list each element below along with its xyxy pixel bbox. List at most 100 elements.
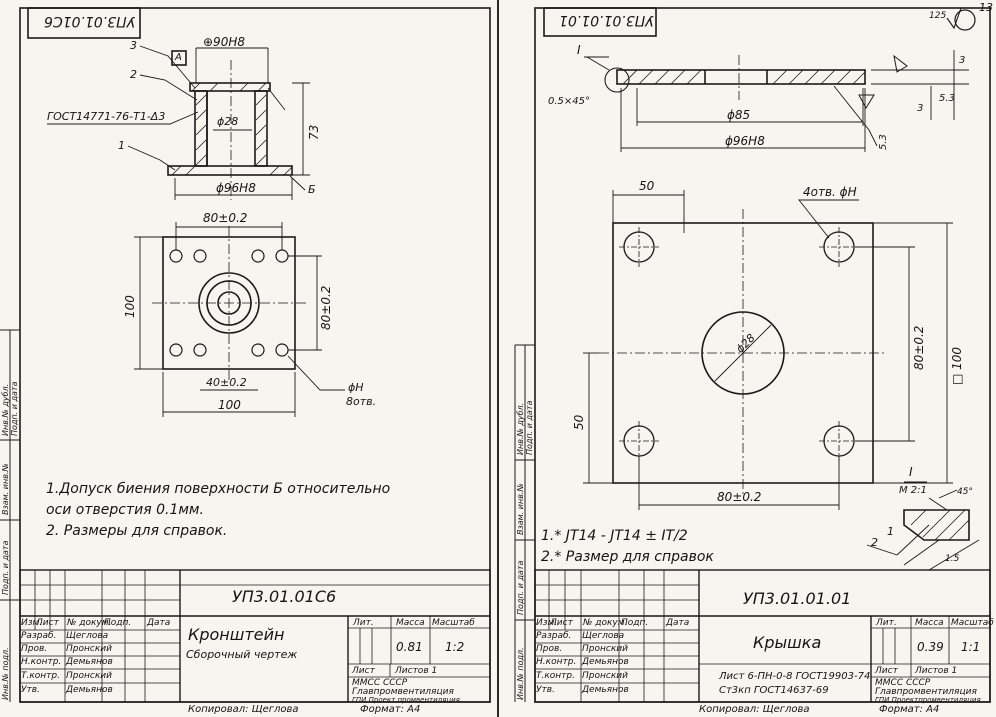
material-line-2: Ст3кп ГОСТ14637-69: [719, 685, 829, 696]
col-head-doc-right: № докум.: [583, 618, 628, 628]
detail-title: I: [909, 465, 913, 479]
org-line-1: ММСС СССР: [352, 678, 408, 688]
sheet-label-right: Лист: [875, 666, 898, 676]
col-head-lit-right: Лит.: [876, 618, 897, 628]
role-developer: Разраб.: [21, 631, 57, 641]
material-line-1: Лист 6-ПН-0-8 ГОСТ19903-74: [719, 671, 871, 682]
col-head-lit: Лит.: [353, 618, 374, 628]
mass-value-right: 0.39: [917, 640, 944, 654]
margin-label-1: Инв.№ подл.: [1, 647, 10, 700]
detail-callout-2: 2: [871, 536, 878, 549]
dim-bottom: 80±0.2: [717, 490, 762, 504]
margin-label-5: Подп. и дата: [10, 381, 19, 437]
scale-value: 1:2: [445, 640, 465, 654]
note-line-2: оси отверстия 0.1мм.: [46, 502, 204, 518]
dim-plan-right: 80±0.2: [319, 285, 333, 330]
person-tech-control: Пронский: [66, 671, 112, 681]
dim-inner-diameter: ϕ28: [217, 115, 239, 128]
org-line-3-right: ГПИ Проектпромвентиляция: [875, 696, 981, 704]
col-head-sign: Подп.: [104, 618, 132, 628]
org-line-2-right: Главпромвентиляция: [875, 687, 977, 697]
scale-value-right: 1:1: [961, 640, 981, 654]
dim-plan-bottom: 100: [218, 398, 241, 412]
base-mark-box: [171, 50, 187, 66]
person-approver-right: Демьянов: [582, 685, 629, 695]
col-head-list-right: Лист: [550, 618, 573, 628]
org-line-3: ГПИ Проект промвентиляция: [352, 696, 460, 704]
detail-callout-15: 1.5: [945, 554, 960, 564]
format-label: Формат: А4: [360, 704, 421, 715]
col-head-izm-right: Изм.: [536, 618, 558, 628]
mass-value: 0.81: [396, 640, 423, 654]
note-line-3: 2. Размеры для справок.: [46, 523, 228, 539]
col-head-sign-right: Подп.: [621, 618, 649, 628]
copied-by-right: Копировал: Щеглова: [699, 704, 810, 715]
callout-b: Б: [308, 183, 316, 196]
format-label-right: Формат: А4: [879, 704, 940, 715]
stamp-code-rotated: УП3.01.01С6: [44, 13, 136, 29]
col-head-date-right: Дата: [666, 618, 690, 628]
title-block-right: [534, 569, 991, 703]
col-head-date: Дата: [147, 618, 171, 628]
callout-1: 1: [118, 139, 125, 152]
role-tech-control: Т.контр.: [21, 671, 61, 681]
dim-height: 73: [307, 124, 321, 140]
dim-plan-bottom-small: 40±0.2: [206, 376, 247, 389]
col-head-doc: № докум.: [67, 618, 112, 628]
margin-label-right-5: Подп. и дата: [525, 400, 534, 456]
col-head-scale-right: Масштаб: [951, 618, 994, 628]
part-name-right: Крышка: [753, 633, 822, 652]
title-block-code: УП3.01.01С6: [232, 587, 337, 606]
margin-label-4: Инв.№ дубл.: [1, 383, 10, 436]
org-line-2: Главпромвентиляция: [352, 687, 454, 697]
drawing-graphics-left: [0, 7, 491, 703]
dim-inner-right: 80±0.2: [912, 325, 926, 370]
dim-50-left: 50: [572, 414, 586, 430]
detail-callout-1: 1: [887, 525, 894, 538]
dim-3: 3: [917, 103, 924, 114]
dim-square: □ 100: [950, 346, 964, 385]
role-approver-right: Утв.: [536, 685, 555, 695]
drawing-sheet-right: 13 УП3.01.01.01 125 I 0.5×45° ϕ85 ϕ96Н8 …: [499, 0, 996, 717]
dim-50-top: 50: [639, 179, 655, 193]
dim-85: ϕ85: [727, 108, 751, 122]
person-approver: Демьянов: [66, 685, 113, 695]
sheets-label: Листов 1: [395, 666, 438, 676]
dim-top-diameter: ⊕90Н8: [203, 35, 245, 49]
margin-label-2: Подп. и дата: [1, 540, 10, 596]
role-checker: Пров.: [21, 644, 48, 654]
dim-plan-side: 100: [123, 295, 137, 318]
dim-53: 5.3: [939, 93, 955, 104]
part-name: Кронштейн: [188, 625, 285, 644]
sheet-divider: [497, 0, 499, 717]
stamp-tab: [27, 7, 141, 39]
base-mark-label: А: [175, 52, 182, 63]
callout-2: 2: [130, 68, 137, 81]
drawing-graphics-right: [514, 7, 991, 703]
part-subname: Сборочный чертеж: [186, 648, 298, 661]
standard-ref: ГОСТ14771-76-Т1-Δ3: [47, 110, 166, 123]
title-block-left: [19, 569, 491, 703]
dim-top-right: 3: [959, 55, 966, 66]
holes-note: 4отв. ϕН: [803, 185, 857, 199]
person-norm-control-right: Демьянов: [582, 657, 629, 667]
lid-section: [616, 69, 866, 85]
person-developer-right: Щеглова: [582, 631, 625, 641]
col-head-mass-right: Масса: [915, 618, 944, 628]
holes-note-diameter: ϕН: [348, 381, 364, 394]
dim-53b: 5.3: [878, 134, 889, 150]
col-head-izm: Изм.: [21, 618, 43, 628]
margin-label-right-2: Подп. и дата: [516, 560, 525, 616]
detail-angle: 45°: [957, 487, 973, 497]
holes-note-count: 8отв.: [346, 395, 377, 408]
role-norm-control: Н.контр.: [21, 657, 62, 667]
person-tech-control-right: Пронский: [582, 671, 628, 681]
note-right-2: 2.* Размер для справок: [541, 549, 714, 565]
person-developer: Щеглова: [66, 631, 109, 641]
role-developer-right: Разраб.: [536, 631, 572, 641]
detail-scale: М 2:1: [899, 485, 927, 496]
note-right-1: 1.* ЈТ14 - ЈТ14 ± IT/2: [541, 528, 688, 544]
col-head-list: Лист: [36, 618, 59, 628]
note-line-1: 1.Допуск биения поверхности Б относитель…: [46, 481, 391, 497]
dim-96: ϕ96Н8: [725, 134, 765, 148]
